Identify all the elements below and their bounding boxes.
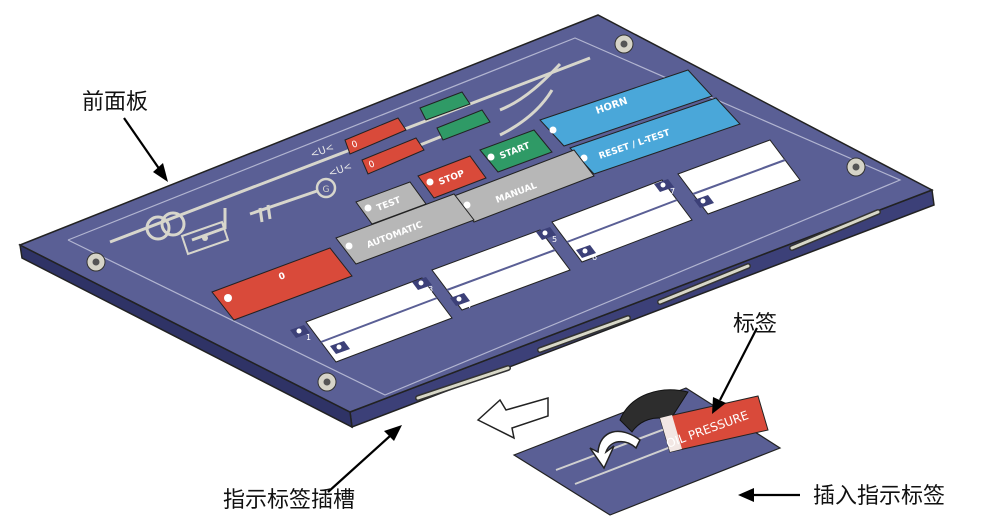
screw-icon	[86, 252, 106, 272]
panel-border-line	[67, 37, 902, 396]
indicator-slot[interactable]	[537, 315, 631, 353]
generator-icon	[315, 177, 337, 199]
breaker-button-bottom[interactable]	[361, 137, 425, 175]
led-indicator-3: 3	[412, 277, 433, 294]
svg-text:5: 5	[552, 235, 557, 244]
callout-front-panel: 前面板	[82, 90, 149, 115]
transformer-icon	[160, 211, 186, 237]
meter-dot	[202, 235, 208, 241]
svg-text:4: 4	[466, 301, 471, 310]
transformer-icon	[145, 215, 171, 241]
breaker-label-bottom: 0	[367, 159, 376, 170]
manual-button[interactable]: MANUAL	[453, 149, 595, 223]
callout-insert-label: 插入指示标签	[813, 484, 946, 509]
led-indicator-6: 6	[576, 245, 597, 262]
led-indicator-4: 4	[450, 293, 471, 310]
zero-label: 0	[277, 271, 286, 283]
green-indicator-top	[419, 91, 471, 121]
meter-box-icon	[180, 220, 230, 256]
direction-arrow-icon	[476, 397, 549, 440]
start-button[interactable]: START	[479, 129, 553, 173]
callout-label: 标签	[733, 312, 778, 337]
screw-icon	[846, 157, 866, 177]
led-indicator-7: 7	[654, 179, 675, 196]
window-divider	[320, 297, 438, 343]
stop-button[interactable]: STOP	[417, 155, 487, 199]
generator-symbol: G	[323, 185, 330, 195]
indicator-slot[interactable]	[415, 365, 511, 401]
arrow-label	[712, 327, 758, 414]
window-divider	[566, 199, 678, 243]
screw-icon	[317, 372, 337, 392]
callout-indicator-slot: 指示标签插槽	[223, 488, 356, 513]
svg-text:6: 6	[592, 253, 597, 262]
test-button[interactable]: TEST	[355, 181, 427, 225]
arrow-front-panel	[123, 117, 168, 182]
led-indicator-2: 2	[330, 341, 351, 358]
tag-white-strip	[660, 415, 682, 452]
green-indicator-bottom	[436, 109, 491, 141]
indicator-slot[interactable]	[789, 209, 881, 251]
window-divider	[446, 249, 556, 291]
capacitor-icon	[258, 207, 264, 223]
breaker-button-top[interactable]	[344, 117, 407, 155]
zero-button[interactable]: 0	[211, 247, 353, 321]
curled-sheet	[619, 389, 689, 433]
capacitor-icon	[266, 204, 272, 220]
breaker-label-top: 0	[350, 139, 359, 150]
arrow-indicator-slot	[327, 425, 402, 493]
arrow-insert-label	[738, 488, 800, 502]
led-indicator-5: 5	[536, 227, 557, 244]
svg-text:2: 2	[346, 349, 351, 358]
svg-text:1: 1	[306, 333, 311, 342]
screw-icon	[614, 34, 634, 54]
window-divider	[692, 159, 786, 195]
svg-text:7: 7	[670, 187, 675, 196]
svg-text:3: 3	[428, 285, 433, 294]
indicator-slot[interactable]	[657, 263, 751, 305]
led-indicator-8: 8	[694, 195, 715, 212]
curved-arrow-icon	[589, 430, 641, 470]
horn-button[interactable]: HORN	[539, 69, 713, 147]
led-indicator-1: 1	[290, 325, 311, 342]
svg-text:8: 8	[710, 203, 715, 212]
